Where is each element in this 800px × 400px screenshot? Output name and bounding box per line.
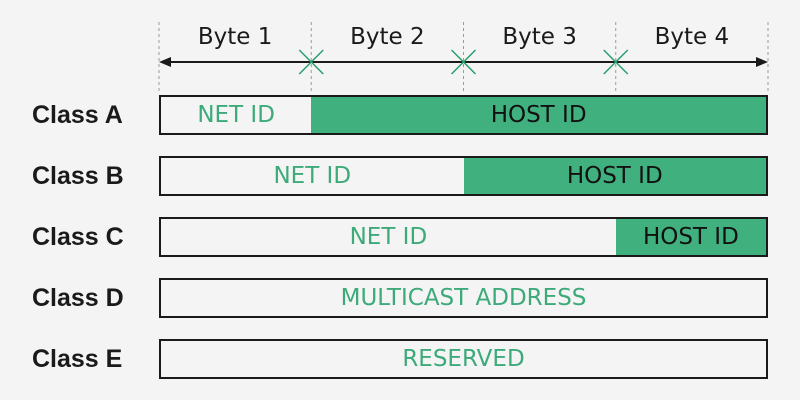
class-b-label: Class B — [32, 162, 124, 190]
byte-label-4: Byte 4 — [654, 24, 730, 50]
byte-label-2: Byte 2 — [350, 24, 425, 50]
class-a-row: NET ID HOST ID — [159, 95, 768, 135]
class-e-reserved: RESERVED — [402, 346, 525, 372]
class-d-multicast-address: MULTICAST ADDRESS — [340, 285, 587, 311]
class-a-label: Class A — [32, 101, 123, 129]
class-d-label: Class D — [32, 284, 124, 312]
class-a-net-id: NET ID — [161, 97, 312, 133]
right-arrowhead-icon — [756, 57, 768, 67]
class-c-row: NET ID HOST ID — [159, 217, 768, 257]
class-e-label: Class E — [32, 345, 123, 373]
class-a-host-id: HOST ID — [311, 97, 766, 133]
class-d-row: MULTICAST ADDRESS — [159, 278, 768, 318]
byte-label-1: Byte 1 — [197, 24, 273, 50]
class-b-net-id: NET ID — [161, 158, 464, 194]
class-b-row: NET ID HOST ID — [159, 156, 768, 196]
class-e-row: RESERVED — [159, 339, 768, 379]
byte-label-3: Byte 3 — [502, 24, 577, 50]
class-c-host-id: HOST ID — [615, 219, 766, 255]
class-c-label: Class C — [32, 223, 124, 251]
class-c-net-id: NET ID — [161, 219, 616, 255]
left-arrowhead-icon — [159, 57, 171, 67]
class-b-host-id: HOST ID — [463, 158, 766, 194]
